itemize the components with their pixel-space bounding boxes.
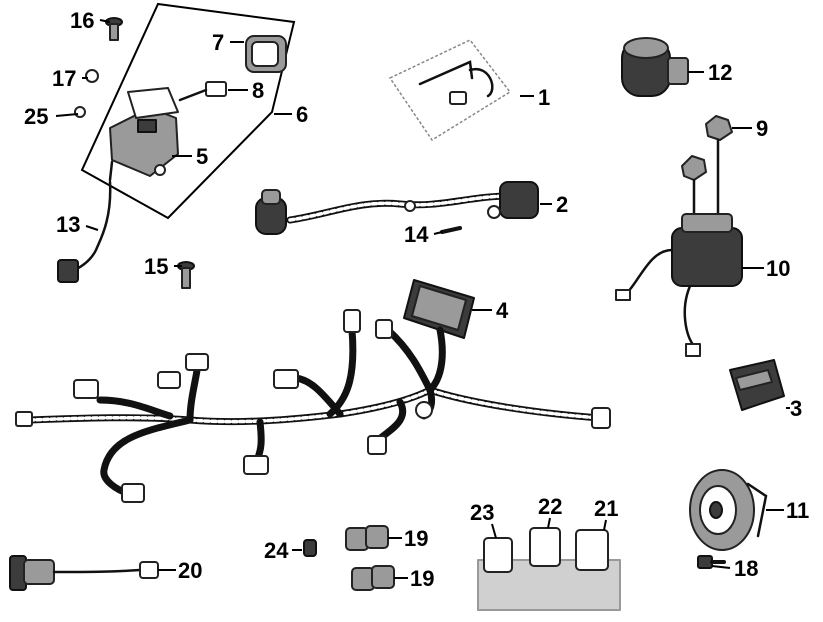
label-10: 10 [766, 256, 790, 281]
wire-lead-13 [57, 180, 112, 283]
label-1: 1 [538, 85, 550, 110]
label-18: 18 [734, 556, 758, 581]
callout-labels: 1 2 3 4 5 6 7 8 9 10 11 12 13 14 15 16 1… [24, 8, 809, 591]
label-17: 17 [52, 66, 76, 91]
label-25: 25 [24, 104, 48, 129]
terminal-cap-9b [681, 155, 707, 181]
fuse-holders-21-23 [477, 527, 621, 611]
leader-lines [55, 19, 790, 579]
label-6: 6 [296, 102, 308, 127]
horn-11 [689, 469, 768, 551]
holder-23 [483, 537, 513, 573]
assembly-outline [80, 2, 296, 220]
label-15: 15 [144, 254, 168, 279]
main-wire-harness [15, 309, 611, 503]
part-17-clip [85, 69, 99, 83]
regulator-3 [729, 359, 785, 411]
label-2: 2 [556, 192, 568, 217]
connector-19a [345, 527, 369, 551]
screw-14 [440, 226, 462, 234]
label-20: 20 [178, 558, 202, 583]
small-parts-19-24 [303, 525, 395, 591]
label-4: 4 [496, 298, 509, 323]
ignition-switch-body [108, 87, 179, 182]
label-19b: 19 [410, 566, 434, 591]
part-25-screw [74, 106, 86, 118]
label-7: 7 [212, 30, 224, 55]
label-21: 21 [594, 496, 618, 521]
ignition-switch-assembly [74, 2, 296, 220]
bolt-15 [177, 261, 195, 289]
label-5: 5 [196, 144, 208, 169]
label-8: 8 [252, 78, 264, 103]
holder-22 [529, 527, 561, 567]
connector-19b [351, 567, 375, 591]
holder-21 [575, 529, 609, 571]
starter-relay-10 [615, 115, 743, 357]
label-24: 24 [264, 538, 289, 563]
ignition-coil-lead-2 [255, 181, 539, 235]
label-3: 3 [790, 396, 802, 421]
switch-connector-part [178, 81, 227, 102]
key-cap-part [245, 35, 287, 73]
label-13: 13 [56, 212, 80, 237]
bolt-18 [697, 555, 726, 569]
label-16: 16 [70, 8, 94, 33]
terminal-cap-9 [705, 115, 733, 141]
kit-part-1 [388, 39, 512, 142]
part-24 [303, 539, 317, 557]
label-9: 9 [756, 116, 768, 141]
label-14: 14 [404, 222, 429, 247]
screw-16 [105, 17, 123, 41]
accessory-socket-20 [9, 555, 159, 591]
relay-12 [621, 37, 689, 97]
label-11: 11 [786, 498, 809, 523]
label-23: 23 [470, 500, 494, 525]
label-19a: 19 [404, 526, 428, 551]
label-12: 12 [708, 60, 732, 85]
label-22: 22 [538, 494, 562, 519]
fuse-box-4 [403, 279, 475, 339]
